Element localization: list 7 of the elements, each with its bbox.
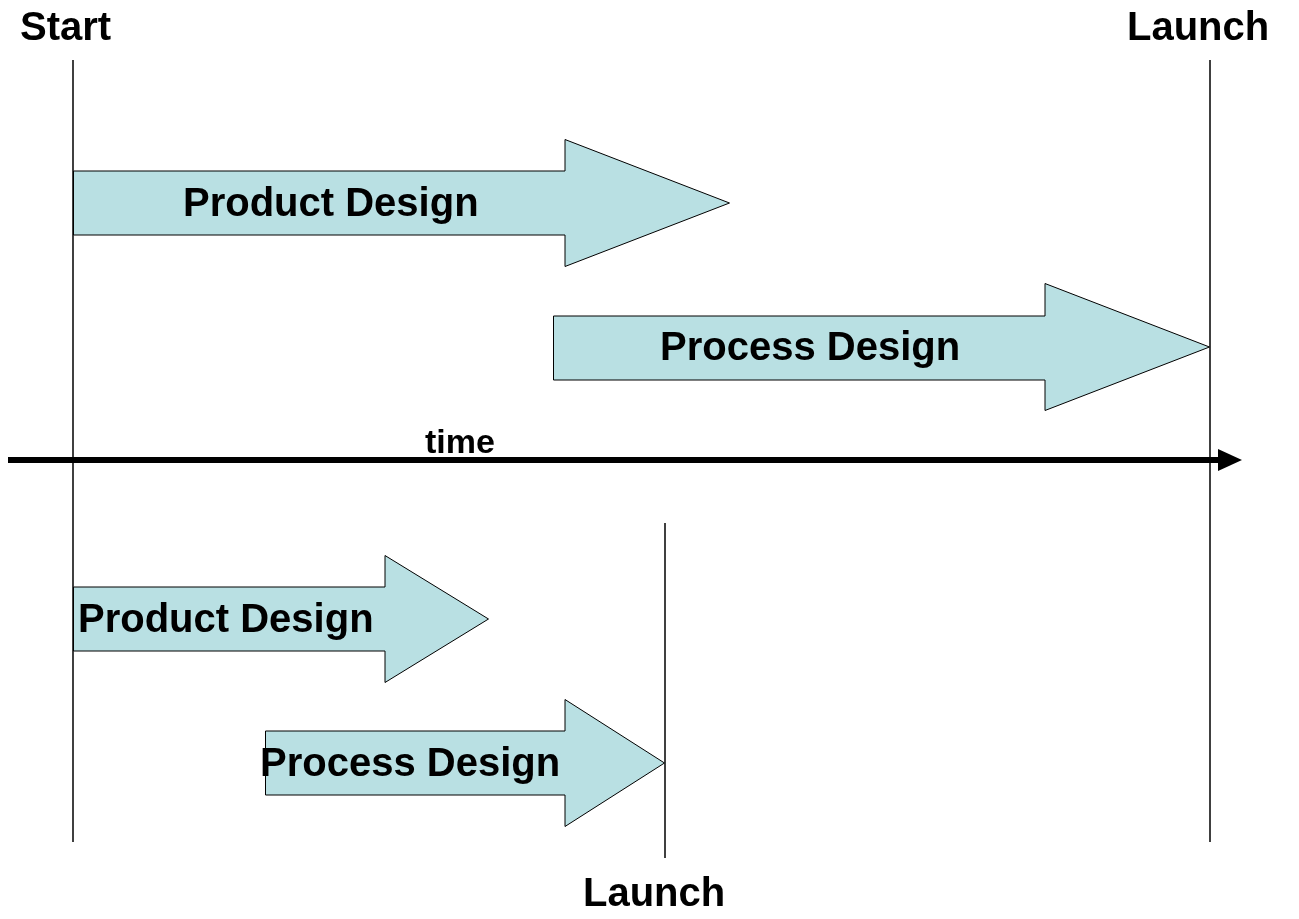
phase-label: Process Design [660, 326, 961, 366]
axis-label: time [425, 424, 495, 458]
milestone-label: Launch [583, 872, 726, 912]
phase-label: Product Design [183, 182, 479, 222]
phase-label: Product Design [78, 598, 374, 638]
milestone-label: Launch [1127, 6, 1270, 46]
milestone-label: Start [20, 6, 112, 46]
